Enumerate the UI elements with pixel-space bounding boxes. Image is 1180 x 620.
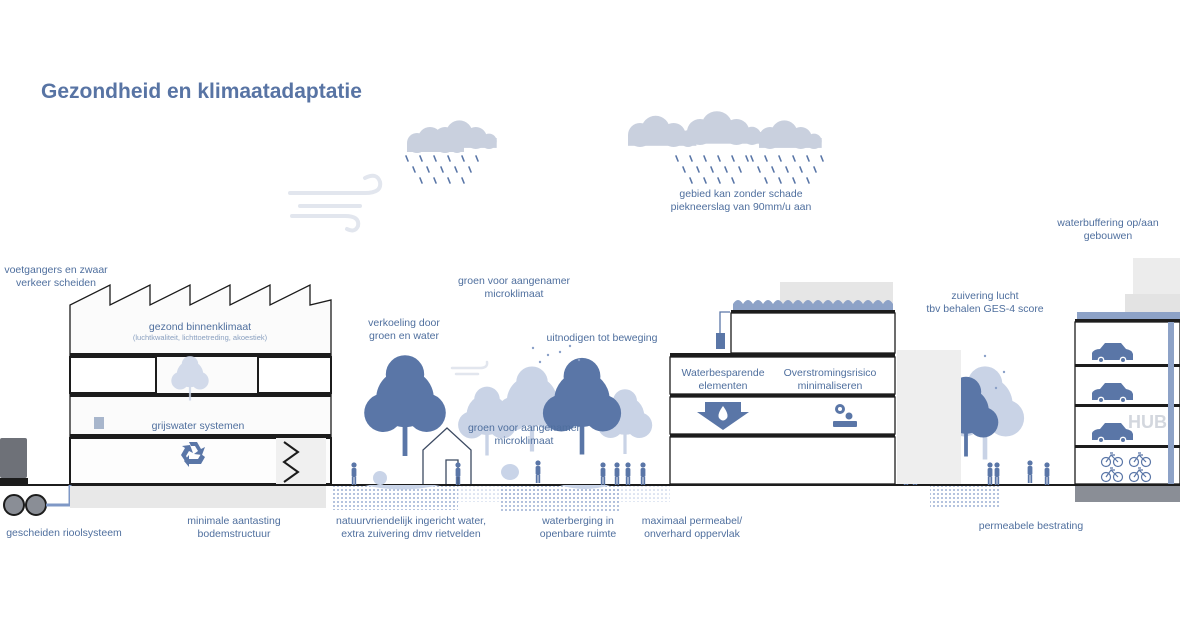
label-binnenklimaat: gezond binnenklimaat xyxy=(148,321,252,333)
rain-icon xyxy=(405,155,824,184)
house xyxy=(422,427,472,484)
label-beweging: uitnodigen tot beweging xyxy=(546,332,658,344)
sewer-pipes xyxy=(3,485,72,516)
water-storage xyxy=(333,485,1000,512)
label-binnenklimaat-sub: (luchtkwaliteit, lichttoetreding, akoest… xyxy=(132,333,268,342)
label-riool: gescheiden rioolsysteem xyxy=(6,527,122,539)
label-bestrating: permeabele bestrating xyxy=(978,520,1084,532)
parking-hub xyxy=(1074,258,1180,502)
water-drop-icon xyxy=(697,402,749,430)
page-title: Gezondheid en klimaatadaptatie xyxy=(41,80,362,103)
middle-building xyxy=(669,282,961,485)
truck xyxy=(0,438,27,478)
factory-building xyxy=(69,283,332,508)
label-grijswater: grijswater systemen xyxy=(151,420,245,432)
label-natuurvriendelijk: natuurvriendelijk ingericht water,extra … xyxy=(336,515,486,540)
hub-label: HUB xyxy=(1128,412,1167,432)
label-permeabel: maximaal permeabel/onverhard oppervlak xyxy=(641,515,743,540)
wind-icon xyxy=(288,173,383,233)
recycle-icon xyxy=(181,442,205,467)
flood-icon xyxy=(833,404,857,427)
cloud-icon xyxy=(407,111,822,153)
